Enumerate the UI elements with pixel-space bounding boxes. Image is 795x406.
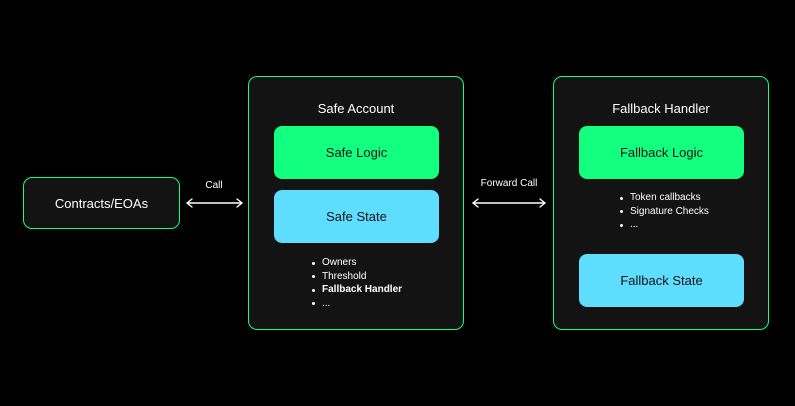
fallback-logic-list: Token callbacks Signature Checks ... <box>620 191 709 232</box>
safe-state-item-threshold: Threshold <box>312 270 402 284</box>
safe-logic-box: Safe Logic <box>274 126 439 179</box>
call-edge-label: Call <box>205 180 223 191</box>
forward-call-double-arrow <box>472 198 546 208</box>
call-double-arrow <box>186 198 243 208</box>
safe-account-node: Safe Account Safe Logic Safe State Owner… <box>248 76 464 330</box>
safe-state-item-more: ... <box>312 297 402 311</box>
fallback-logic-item-token-callbacks: Token callbacks <box>620 191 709 205</box>
safe-state-box: Safe State <box>274 190 439 243</box>
contracts-eoas-label: Contracts/EOAs <box>54 195 149 211</box>
safe-state-item-owners: Owners <box>312 256 402 270</box>
fallback-state-box: Fallback State <box>579 254 744 307</box>
forward-call-edge-label: Forward Call <box>480 178 538 189</box>
safe-state-item-fallback-handler: Fallback Handler <box>312 283 402 297</box>
safe-state-list: Owners Threshold Fallback Handler ... <box>312 256 402 310</box>
safe-account-title: Safe Account <box>317 101 395 116</box>
fallback-handler-node: Fallback Handler Fallback Logic Token ca… <box>553 76 769 330</box>
fallback-logic-item-more: ... <box>620 218 709 232</box>
fallback-logic-item-signature-checks: Signature Checks <box>620 205 709 219</box>
fallback-handler-title: Fallback Handler <box>612 101 710 116</box>
contracts-eoas-node: Contracts/EOAs <box>23 177 180 229</box>
fallback-logic-box: Fallback Logic <box>579 126 744 179</box>
